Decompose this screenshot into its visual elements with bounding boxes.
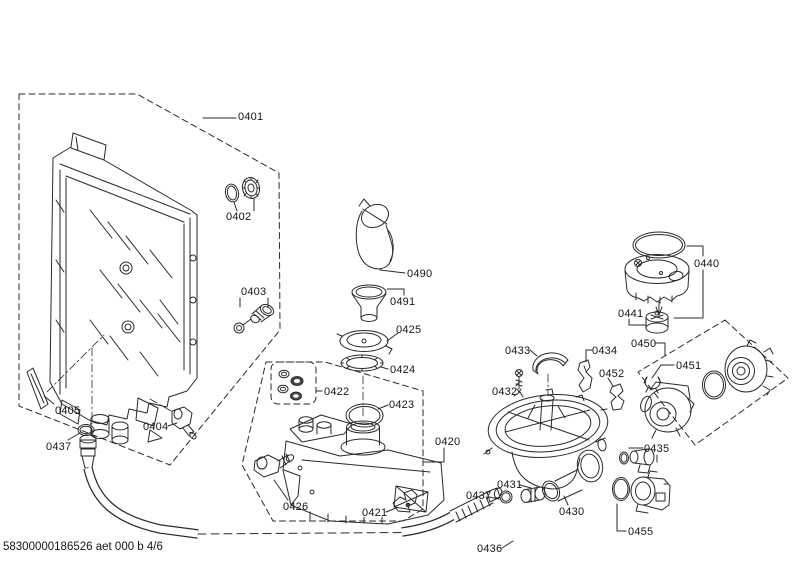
part-label-0437-right: 0437	[466, 490, 492, 502]
leader-lines	[43, 117, 704, 549]
assembly-box-0420	[241, 361, 424, 522]
crescent-0433	[532, 352, 569, 375]
part-label-0425: 0425	[396, 324, 422, 336]
part-label-0455: 0455	[628, 526, 654, 538]
part-label-0451: 0451	[676, 360, 702, 372]
drain-hose-0436	[77, 424, 513, 539]
part-label-0423: 0423	[389, 399, 415, 411]
part-label-0403: 0403	[241, 286, 267, 298]
bracket-0452	[609, 383, 625, 411]
drain-pump-0455	[612, 470, 671, 514]
cover-0440	[624, 231, 690, 316]
side-panel-0401	[49, 132, 198, 445]
part-label-0441: 0441	[618, 308, 644, 320]
part-label-0436: 0436	[477, 543, 503, 555]
part-label-0452: 0452	[599, 368, 625, 380]
part-label-0402: 0402	[226, 211, 252, 223]
part-label-0401: 0401	[238, 111, 264, 123]
clip-0421	[392, 489, 418, 513]
piston-0441	[645, 310, 669, 334]
part-label-0426: 0426	[283, 501, 309, 513]
pitcher-0490	[355, 198, 394, 270]
sump-0430	[483, 388, 609, 502]
seal-0424	[340, 354, 384, 372]
seal-ring-0402	[224, 177, 261, 203]
assembly-box-0401	[18, 93, 281, 466]
bracket-0434	[577, 359, 593, 393]
part-label-0450: 0450	[631, 338, 657, 350]
part-label-0404: 0404	[143, 421, 169, 433]
valve-0435	[619, 448, 655, 474]
part-label-0422: 0422	[324, 386, 350, 398]
funnel-0491	[351, 284, 387, 322]
pump-assembly-0450	[640, 339, 774, 439]
part-label-0440: 0440	[694, 258, 720, 270]
seal-kit-0422	[277, 369, 304, 401]
part-label-0421: 0421	[362, 507, 388, 519]
document-number: 58300000186526 aet 000 b 4/6	[3, 541, 163, 553]
part-label-0490: 0490	[407, 268, 433, 280]
part-label-0424: 0424	[390, 364, 416, 376]
part-label-0437-left: 0437	[46, 441, 72, 453]
part-label-0433: 0433	[505, 345, 531, 357]
part-label-0430: 0430	[559, 506, 585, 518]
part-label-0405: 0405	[55, 405, 81, 417]
part-label-0434: 0434	[592, 345, 618, 357]
part-label-0435: 0435	[644, 443, 670, 455]
part-label-0432: 0432	[492, 386, 518, 398]
part-label-0431: 0431	[497, 479, 523, 491]
assembly-box-0450	[637, 319, 789, 446]
strip-0405	[26, 367, 49, 410]
oring-0423	[345, 403, 384, 428]
inlet-fitting-0403	[233, 303, 275, 334]
seal-kit-box-0422	[270, 361, 317, 405]
valve-0404	[171, 406, 197, 440]
sleeve-0431	[520, 486, 546, 503]
center-lines	[46, 334, 549, 425]
part-label-0491: 0491	[390, 296, 416, 308]
part-label-0420: 0420	[435, 436, 461, 448]
fitting-0426	[253, 453, 295, 478]
cap-0425	[336, 330, 393, 355]
softener-tank-0420	[282, 414, 445, 525]
